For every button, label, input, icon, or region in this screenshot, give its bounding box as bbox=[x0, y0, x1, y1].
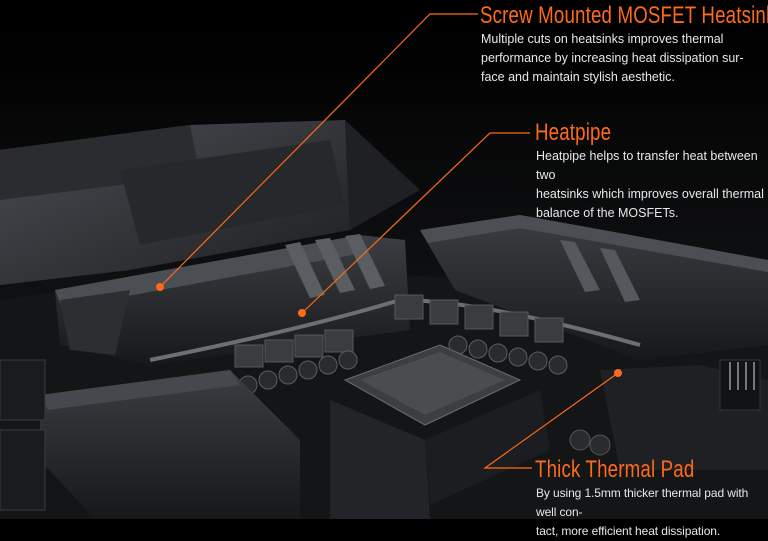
body-line: tact, more efficient heat dissipation. bbox=[536, 524, 721, 538]
m2-heatsink bbox=[40, 370, 300, 519]
chokes bbox=[234, 294, 564, 368]
leader-heatpipe bbox=[301, 132, 530, 314]
callout-title-heatpipe: Heatpipe bbox=[535, 119, 612, 146]
leader-heatsink bbox=[159, 13, 478, 288]
body-line: heatsinks which improves overall thermal bbox=[536, 187, 764, 201]
body-line: By using 1.5mm thicker thermal pad with … bbox=[536, 486, 749, 519]
rear-io-ports bbox=[0, 359, 46, 511]
leader-thermal-pad bbox=[483, 372, 619, 469]
capacitors bbox=[238, 335, 568, 395]
callout-title-thermal-pad: Thick Thermal Pad bbox=[535, 456, 695, 483]
left-mosfet-heatsink bbox=[55, 234, 410, 365]
motherboard-illustration bbox=[0, 0, 768, 519]
io-shroud bbox=[0, 120, 420, 285]
body-line: Heatpipe helps to transfer heat between … bbox=[536, 149, 758, 182]
callout-body-heatpipe: Heatpipe helps to transfer heat between … bbox=[536, 147, 766, 223]
callout-dot-thermal-pad bbox=[614, 369, 622, 377]
callout-body-heatsink: Multiple cuts on heatsinks improves ther… bbox=[481, 30, 766, 87]
callout-dot-heatsink bbox=[156, 283, 164, 291]
cpu-socket bbox=[330, 344, 550, 519]
body-line: Multiple cuts on heatsinks improves ther… bbox=[481, 32, 724, 46]
callout-dot-heatpipe bbox=[298, 309, 306, 317]
right-mosfet-heatsink bbox=[420, 215, 768, 360]
leader-lines bbox=[156, 13, 622, 469]
body-line: performance by increasing heat dissipati… bbox=[481, 51, 744, 65]
board-detail-right bbox=[569, 359, 768, 470]
callout-body-thermal-pad: By using 1.5mm thicker thermal pad with … bbox=[536, 484, 768, 541]
callout-title-heatsink: Screw Mounted MOSFET Heatsink bbox=[480, 2, 768, 29]
body-line: balance of the MOSFETs. bbox=[536, 206, 679, 220]
body-line: face and maintain stylish aesthetic. bbox=[481, 70, 675, 84]
